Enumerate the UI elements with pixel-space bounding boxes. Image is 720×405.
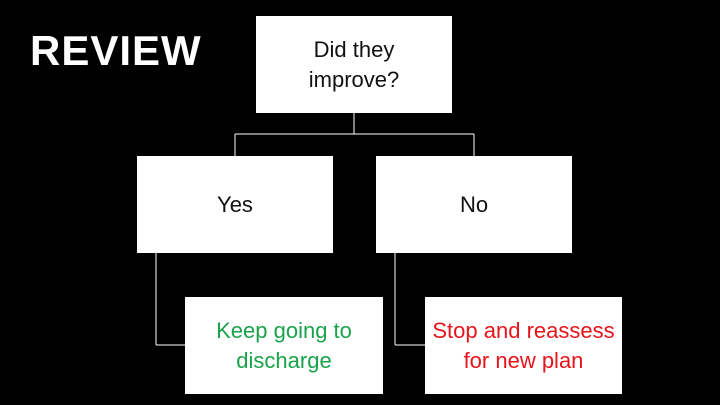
keep-going-text: Keep going to discharge	[216, 316, 352, 375]
decision-box-question: Did they improve?	[256, 16, 452, 113]
stop-reassess-text: Stop and reassess for new plan	[432, 316, 614, 375]
stop-reassess-line-1: Stop and reassess	[432, 317, 615, 343]
question-line-2: improve?	[308, 66, 400, 92]
branch-box-no: No	[376, 156, 572, 253]
question-text: Did they improve?	[309, 35, 399, 94]
branch-box-yes: Yes	[137, 156, 333, 253]
slide-title: REVIEW	[30, 27, 202, 74]
stop-reassess-line-2: for new plan	[463, 347, 584, 373]
outcome-box-keep-going: Keep going to discharge	[185, 297, 383, 394]
keep-going-line-2: discharge	[236, 347, 332, 373]
question-line-1: Did they	[313, 36, 395, 62]
no-label: No	[459, 191, 489, 217]
keep-going-line-1: Keep going to	[216, 317, 352, 343]
yes-label: Yes	[217, 191, 253, 217]
outcome-box-stop-reassess: Stop and reassess for new plan	[425, 297, 622, 394]
